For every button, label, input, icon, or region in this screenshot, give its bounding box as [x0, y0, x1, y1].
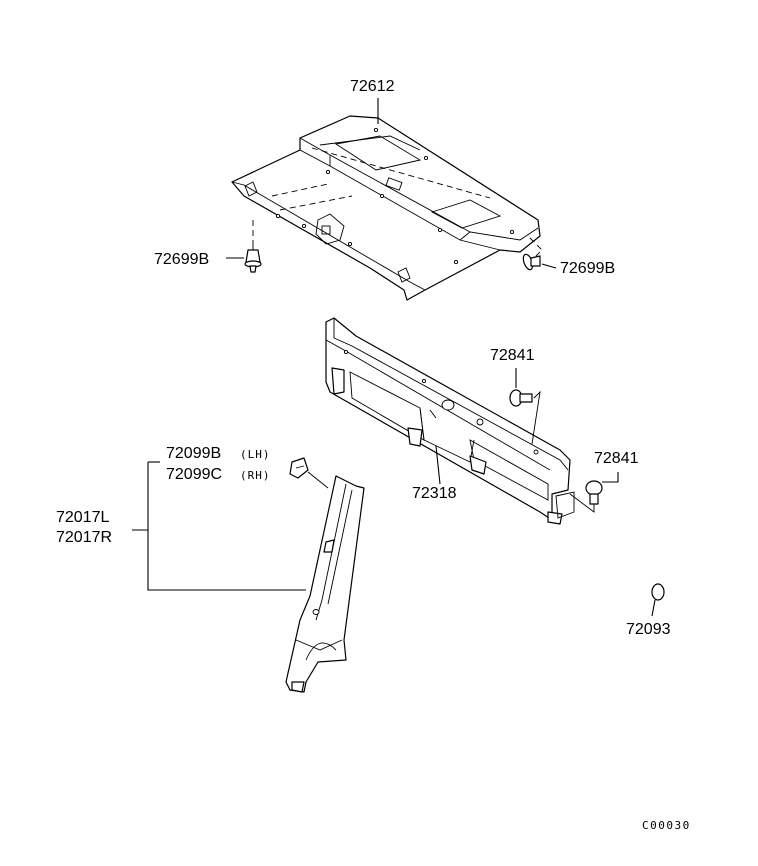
- label-72841-lower: 72841: [594, 450, 639, 467]
- clip-72699b-right: [522, 253, 541, 271]
- label-72699b-left: 72699B: [154, 251, 209, 268]
- leader-72699b-right: [541, 263, 557, 269]
- clip-72099: [289, 457, 309, 479]
- label-72612: 72612: [350, 78, 395, 95]
- label-72318: 72318: [412, 485, 457, 502]
- label-72093: 72093: [626, 621, 671, 638]
- label-72699b-right: 72699B: [560, 260, 615, 277]
- drawing-code: C00030: [642, 819, 691, 832]
- label-72099c-side: (RH): [240, 469, 271, 482]
- label-72099b-side: (LH): [240, 448, 271, 461]
- guide-72841-upper: [531, 390, 541, 445]
- guide-72841-lower: [569, 493, 595, 513]
- leader-72841-lower: [602, 472, 619, 483]
- panel-72612: [231, 115, 541, 301]
- clip-72699b-left: [244, 240, 262, 273]
- label-72099c: 72099C: [166, 466, 222, 483]
- guide-72699b-right: [529, 237, 543, 257]
- leader-72017: [132, 462, 306, 591]
- leader-72318: [435, 445, 441, 485]
- label-72017r: 72017R: [56, 529, 112, 546]
- pillar-trim-72017: [285, 475, 365, 693]
- label-72099b: 72099B: [166, 445, 221, 462]
- plug-72093: [651, 583, 665, 601]
- leader-72093: [651, 599, 656, 617]
- board-72318: [325, 317, 575, 525]
- clip-72841-upper: [509, 389, 533, 407]
- guide-72099: [307, 471, 329, 489]
- label-72017l: 72017L: [56, 509, 109, 526]
- label-72841-upper: 72841: [490, 347, 535, 364]
- clip-72841-lower: [585, 480, 603, 505]
